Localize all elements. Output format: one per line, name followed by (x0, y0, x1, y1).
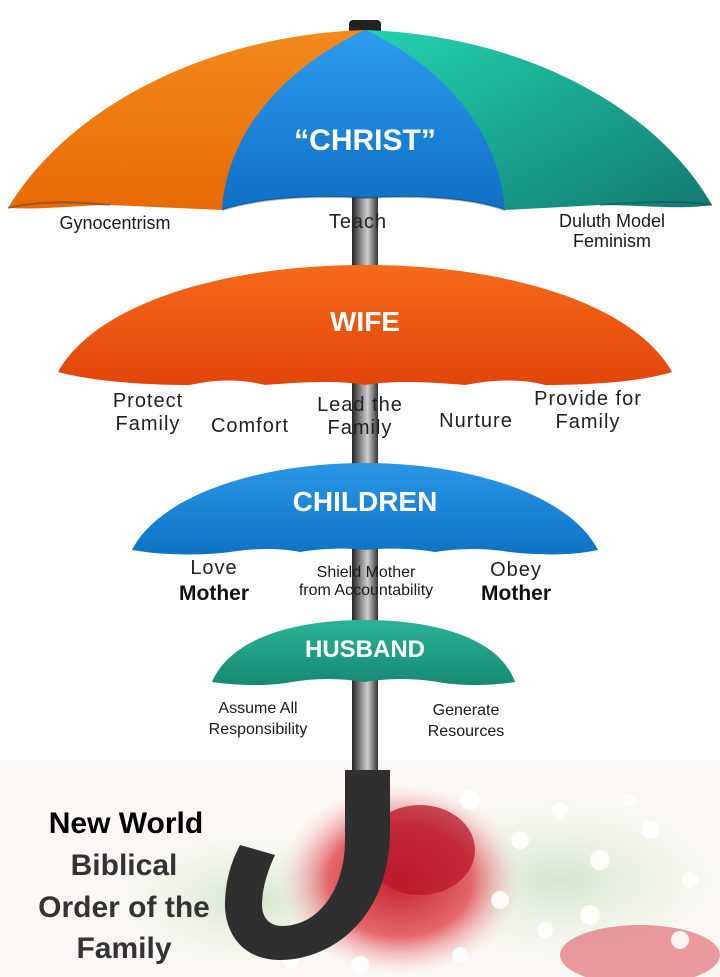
label-feminism: Feminism (573, 231, 651, 251)
children-canopy (132, 463, 598, 555)
wife-title: WIFE (330, 306, 400, 337)
label-from-accountability: from Accountability (299, 582, 433, 599)
label-responsibility: Responsibility (209, 721, 308, 738)
label-shield-mother: Shield Mother (317, 564, 416, 581)
label-love-mother: Mother (179, 582, 249, 605)
label-provide-for: Provide for (534, 388, 642, 410)
christ-canopy-left (8, 30, 365, 210)
label-assume-all: Assume All (218, 700, 297, 717)
label-lead-family: Family (328, 417, 393, 439)
wife-canopy (58, 265, 672, 385)
label-duluth-model: Duluth Model (559, 211, 665, 231)
caption-line-3: Order of the (38, 891, 210, 924)
caption-line-1: New World (49, 807, 203, 840)
umbrella-shaft (352, 20, 378, 790)
label-provide-family: Family (556, 411, 621, 433)
children-title: CHILDREN (293, 486, 438, 517)
label-generate: Generate (433, 702, 500, 719)
label-nurture: Nurture (439, 410, 513, 432)
label-protect: Protect (113, 390, 183, 412)
label-protect-family: Family (116, 413, 181, 435)
christ-canopy-center (222, 30, 505, 210)
label-gynocentrism: Gynocentrism (59, 213, 170, 233)
husband-canopy (212, 620, 515, 685)
label-obey-mother: Mother (481, 582, 551, 605)
christ-title: “CHRIST” (294, 124, 436, 157)
caption-line-2: Biblical (71, 849, 178, 882)
label-love: Love (190, 557, 237, 579)
husband-title: HUSBAND (305, 636, 425, 663)
label-teach: Teach (329, 211, 387, 233)
christ-umbrella (7, 30, 713, 211)
label-obey: Obey (490, 559, 542, 581)
label-resources: Resources (428, 723, 504, 740)
caption-line-4: Family (76, 932, 171, 965)
christ-canopy-right (365, 30, 712, 210)
umbrella-handle-icon (225, 770, 390, 960)
label-lead-the: Lead the (317, 394, 403, 416)
label-comfort: Comfort (211, 415, 289, 437)
